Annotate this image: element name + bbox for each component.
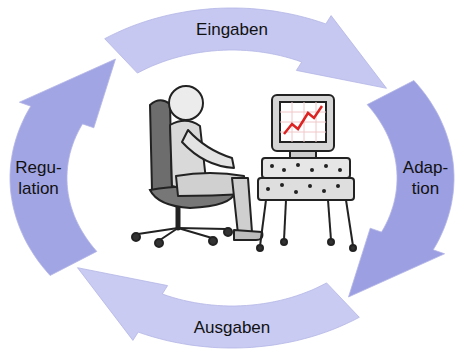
button-dot (294, 190, 298, 194)
screen-grid (280, 102, 326, 142)
button-dot (296, 163, 300, 167)
cycle-arrow: Regu- lation (9, 58, 117, 277)
cycle-arrow: Adap- tion (347, 79, 455, 298)
button-dot (336, 184, 340, 188)
console-buttons (266, 163, 342, 194)
console-top (262, 158, 350, 178)
computer (257, 95, 356, 251)
button-dot (270, 164, 274, 168)
table-leg (260, 200, 266, 246)
arrow-outline (76, 266, 361, 349)
grid-line (292, 102, 293, 142)
chair-back (150, 100, 172, 193)
arrow-shape (78, 268, 360, 348)
band-label: Adap- tion (395, 157, 457, 199)
chair-wheel (155, 239, 163, 247)
person (169, 86, 262, 240)
grid-line (316, 102, 317, 142)
monitor-case (272, 95, 334, 151)
button-dot (310, 168, 314, 172)
band-label: Ausgaben (167, 317, 297, 338)
table-leg (328, 200, 331, 240)
person-foot (234, 230, 262, 240)
leg-foot (257, 245, 263, 251)
chair-leg (178, 228, 226, 229)
arrow-outline (103, 7, 388, 90)
chair-wheel (209, 237, 217, 245)
button-dot (266, 187, 270, 191)
arrow-shape (105, 8, 387, 88)
band-label: Eingaben (167, 19, 297, 40)
band-label: Regu- lation (8, 157, 70, 199)
leg-foot (281, 239, 287, 245)
monitor-screen (280, 102, 326, 142)
leg-foot (328, 239, 334, 245)
cycle-arrow: Eingaben (103, 7, 388, 90)
chart-line (284, 106, 322, 134)
button-dot (308, 184, 312, 188)
chair-leg (160, 228, 178, 240)
console-bottom (258, 178, 354, 200)
chair-post (176, 205, 181, 228)
table-leg (346, 200, 353, 246)
button-dot (322, 189, 326, 193)
person-shin (232, 178, 252, 234)
button-dot (280, 183, 284, 187)
button-dot (282, 168, 286, 172)
chair-wheel (224, 228, 232, 236)
leg-foot (350, 245, 356, 251)
cycle-arrow: Ausgaben (76, 266, 361, 349)
table-leg (284, 200, 286, 240)
button-dot (338, 168, 342, 172)
chair-wheel (132, 233, 140, 241)
person-head (169, 86, 203, 120)
person-arm (182, 130, 234, 168)
button-dot (324, 164, 328, 168)
